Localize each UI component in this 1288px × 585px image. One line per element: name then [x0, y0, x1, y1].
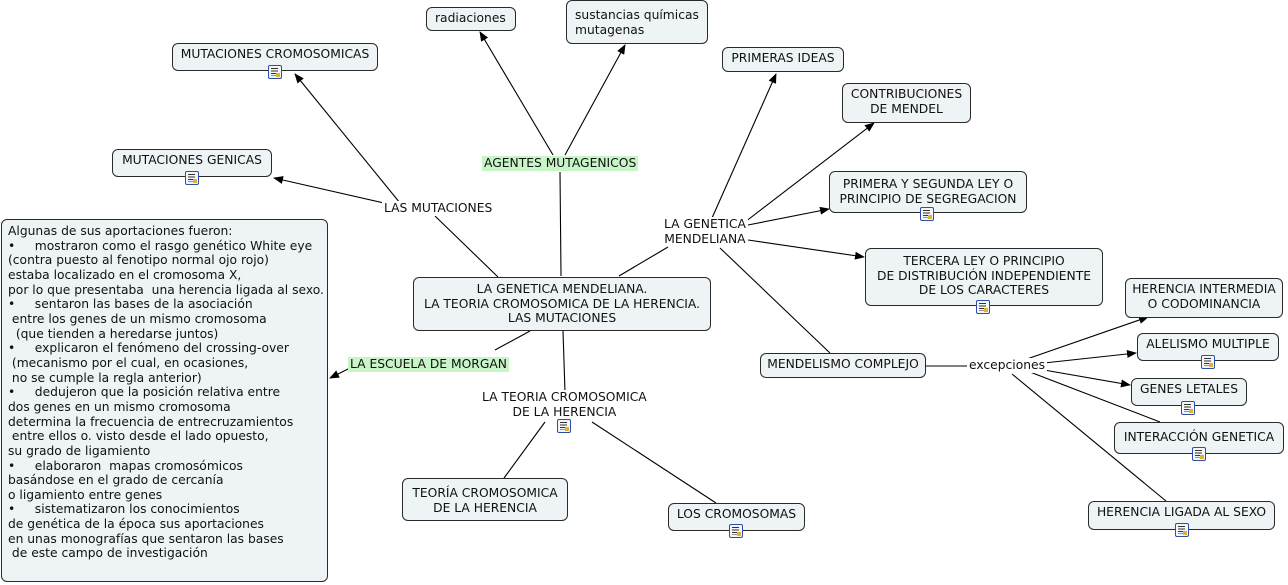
- document-icon[interactable]: [557, 419, 571, 433]
- document-icon[interactable]: [1201, 355, 1215, 369]
- node-contribuciones-mendel[interactable]: CONTRIBUCIONES DE MENDEL: [842, 83, 971, 123]
- document-icon[interactable]: [268, 65, 282, 79]
- node-teoria-cromosomica[interactable]: TEORÍA CROMOSOMICA DE LA HERENCIA: [402, 478, 568, 521]
- document-icon[interactable]: [729, 524, 743, 538]
- document-icon[interactable]: [1181, 401, 1195, 415]
- document-icon[interactable]: [1175, 523, 1189, 537]
- document-icon[interactable]: [920, 207, 934, 221]
- label-excepciones: excepciones: [967, 358, 1048, 373]
- central-node[interactable]: LA GENETICA MENDELIANA. LA TEORIA CROMOS…: [413, 277, 711, 331]
- node-sustancias-quimicas[interactable]: sustancias químicas mutagenas: [566, 0, 708, 44]
- document-icon[interactable]: [185, 171, 199, 185]
- label-escuela-morgan: LA ESCUELA DE MORGAN: [348, 357, 509, 372]
- document-icon[interactable]: [976, 300, 990, 314]
- label-genetica-mendeliana: LA GENETICA MENDELIANA: [662, 217, 748, 246]
- node-herencia-intermedia[interactable]: HERENCIA INTERMEDIA O CODOMINANCIA: [1125, 278, 1283, 318]
- node-primeras-ideas[interactable]: PRIMERAS IDEAS: [722, 47, 844, 72]
- label-las-mutaciones: LAS MUTACIONES: [382, 201, 495, 216]
- node-tercera-ley[interactable]: TERCERA LEY O PRINCIPIO DE DISTRIBUCIÓN …: [865, 248, 1103, 306]
- label-agentes-mutagenicos: AGENTES MUTAGENICOS: [482, 156, 639, 171]
- document-icon[interactable]: [1192, 447, 1206, 461]
- node-alelismo-multiple[interactable]: ALELISMO MULTIPLE: [1137, 333, 1279, 361]
- node-radiaciones[interactable]: radiaciones: [426, 7, 516, 31]
- node-primera-segunda-ley[interactable]: PRIMERA Y SEGUNDA LEY O PRINCIPIO DE SEG…: [829, 171, 1027, 213]
- morgan-contributions-box[interactable]: Algunas de sus aportaciones fueron: • mo…: [1, 219, 328, 582]
- node-mendelismo-complejo[interactable]: MENDELISMO COMPLEJO: [760, 353, 926, 378]
- label-teoria-cromosomica: LA TEORIA CROMOSOMICA DE LA HERENCIA: [480, 390, 649, 419]
- node-los-cromosomas[interactable]: LOS CROMOSOMAS: [668, 503, 805, 531]
